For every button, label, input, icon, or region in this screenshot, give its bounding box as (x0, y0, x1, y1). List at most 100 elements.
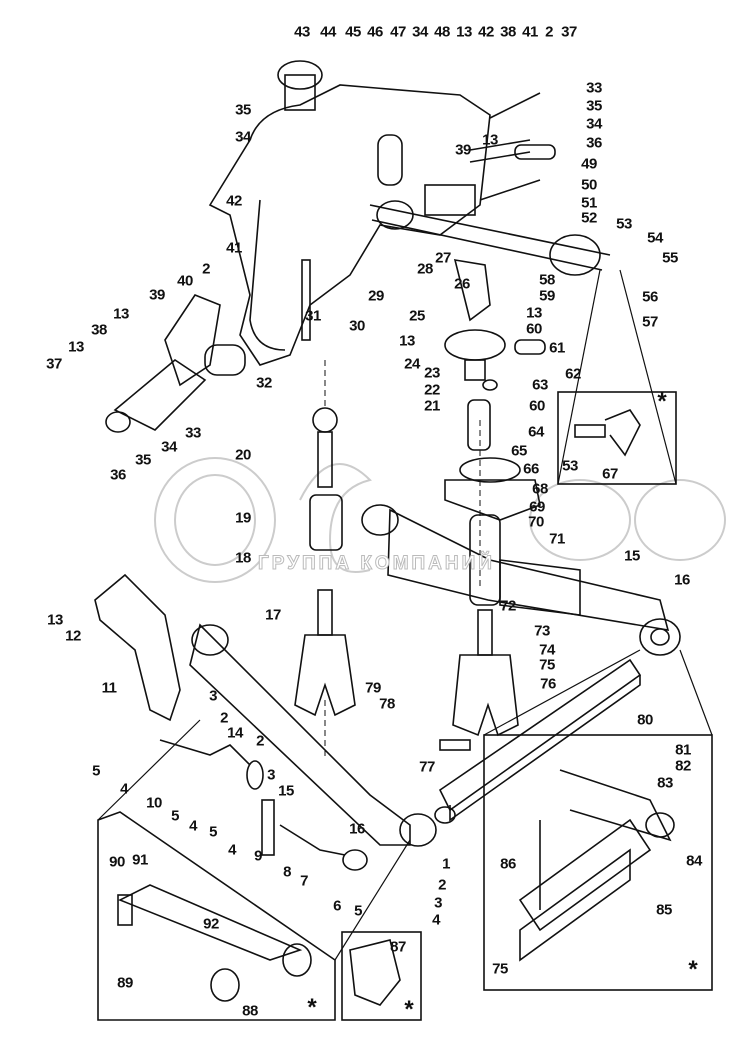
callout-35: 35 (135, 451, 151, 469)
callout-67: 67 (602, 465, 618, 483)
stabilizer-chain (159, 739, 368, 871)
callout-13: 13 (482, 131, 498, 149)
callout-57: 57 (642, 313, 658, 331)
callout-40: 40 (177, 272, 193, 290)
callout-13: 13 (399, 332, 415, 350)
callout-2: 2 (545, 23, 553, 41)
callout-13: 13 (68, 338, 84, 356)
callout-53: 53 (562, 457, 578, 475)
callout-82: 82 (675, 757, 691, 775)
callout-5: 5 (209, 823, 217, 841)
callout-36: 36 (110, 466, 126, 484)
callout-9: 9 (254, 847, 262, 865)
lower-link-left (189, 623, 437, 847)
detail-marker-asterisk: * (688, 956, 698, 983)
detail-53-67 (574, 409, 641, 457)
callout-20: 20 (235, 446, 251, 464)
callout-16: 16 (674, 571, 690, 589)
callout-91: 91 (132, 851, 148, 869)
callout-14: 14 (227, 724, 243, 742)
callout-76: 76 (540, 675, 556, 693)
detail-marker-asterisk: * (657, 388, 667, 415)
callout-32: 32 (256, 374, 272, 392)
callout-30: 30 (349, 317, 365, 335)
callout-34: 34 (161, 438, 177, 456)
callout-77: 77 (419, 758, 435, 776)
callout-25: 25 (409, 307, 425, 325)
callout-68: 68 (532, 480, 548, 498)
callout-49: 49 (581, 155, 597, 173)
callout-90: 90 (109, 853, 125, 871)
detail-hook (349, 939, 401, 1006)
callout-60: 60 (526, 320, 542, 338)
callout-10: 10 (146, 794, 162, 812)
callout-86: 86 (500, 855, 516, 873)
callout-92: 92 (203, 915, 219, 933)
callout-74: 74 (539, 641, 555, 659)
callout-5: 5 (354, 902, 362, 920)
callout-2: 2 (202, 260, 210, 278)
callout-45: 45 (345, 23, 361, 41)
callout-83: 83 (657, 774, 673, 792)
detail-marker-asterisk: * (307, 994, 317, 1021)
callout-33: 33 (586, 79, 602, 97)
callout-12: 12 (65, 627, 81, 645)
callout-79: 79 (365, 679, 381, 697)
callout-38: 38 (91, 321, 107, 339)
bracket-left (94, 573, 181, 722)
callout-62: 62 (565, 365, 581, 383)
detail-marker-asterisk: * (404, 996, 414, 1023)
callout-81: 81 (675, 741, 691, 759)
callout-4: 4 (189, 817, 197, 835)
callout-3: 3 (434, 894, 442, 912)
cross-shaft (369, 92, 611, 276)
callout-28: 28 (417, 260, 433, 278)
callout-34: 34 (586, 115, 602, 133)
callout-17: 17 (265, 606, 281, 624)
callout-72: 72 (500, 597, 516, 615)
callout-13: 13 (113, 305, 129, 323)
callout-33: 33 (185, 424, 201, 442)
callout-13: 13 (47, 611, 63, 629)
detail-box-hook (341, 931, 422, 1021)
callout-50: 50 (581, 176, 597, 194)
callout-34: 34 (235, 128, 251, 146)
callout-8: 8 (283, 863, 291, 881)
callout-31: 31 (305, 307, 321, 325)
callout-15: 15 (278, 782, 294, 800)
callout-6: 6 (333, 897, 341, 915)
detail-box-bottom-left (97, 811, 336, 1021)
callout-29: 29 (368, 287, 384, 305)
callout-11: 11 (101, 679, 117, 697)
callout-80: 80 (637, 711, 653, 729)
callout-36: 36 (586, 134, 602, 152)
callout-4: 4 (228, 841, 236, 859)
watermark-subtitle: ГРУППА КОМПАНИЙ (258, 553, 495, 575)
callout-48: 48 (434, 23, 450, 41)
callout-13: 13 (526, 304, 542, 322)
callout-3: 3 (209, 687, 217, 705)
callout-41: 41 (226, 239, 242, 257)
lower-link-right (361, 504, 681, 656)
callout-75: 75 (539, 656, 555, 674)
callout-71: 71 (549, 530, 565, 548)
detail-hook-link (117, 884, 312, 1002)
callout-19: 19 (235, 509, 251, 527)
callout-47: 47 (390, 23, 406, 41)
callout-89: 89 (117, 974, 133, 992)
callout-18: 18 (235, 549, 251, 567)
callout-34: 34 (412, 23, 428, 41)
callout-65: 65 (511, 442, 527, 460)
callout-56: 56 (642, 288, 658, 306)
callout-35: 35 (586, 97, 602, 115)
callout-44: 44 (320, 23, 336, 41)
callout-75: 75 (492, 960, 508, 978)
detail-box-bottom-right (483, 734, 713, 991)
callout-88: 88 (242, 1002, 258, 1020)
callout-1: 1 (442, 855, 450, 873)
callout-24: 24 (404, 355, 420, 373)
callout-3: 3 (267, 766, 275, 784)
callout-13: 13 (456, 23, 472, 41)
